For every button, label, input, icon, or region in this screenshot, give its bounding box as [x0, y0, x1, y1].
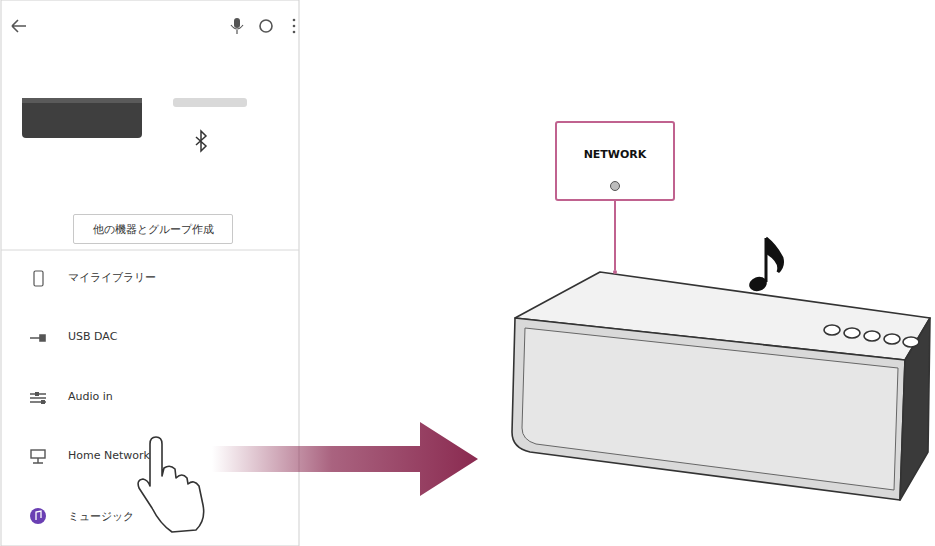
menu-item: Home Network: [68, 449, 150, 462]
menu-item: ミュージック: [68, 509, 134, 524]
indicator-dot: [610, 181, 620, 191]
menu-item: USB DAC: [68, 330, 117, 343]
node-text: 他の機器とグループ作成: [93, 222, 214, 237]
flow-arrow: [212, 422, 478, 496]
speaker-illustration: [512, 270, 930, 500]
music-note: [766, 238, 783, 282]
callout-box: NETWORK: [555, 121, 675, 201]
group-button: 他の機器とグループ作成: [73, 214, 233, 244]
menu-item: マイライブラリー: [68, 270, 156, 285]
node-text: NETWORK: [584, 148, 647, 161]
leader-line: [614, 201, 616, 270]
menu-item: Audio in: [68, 390, 113, 403]
music-note-head: [747, 274, 769, 293]
